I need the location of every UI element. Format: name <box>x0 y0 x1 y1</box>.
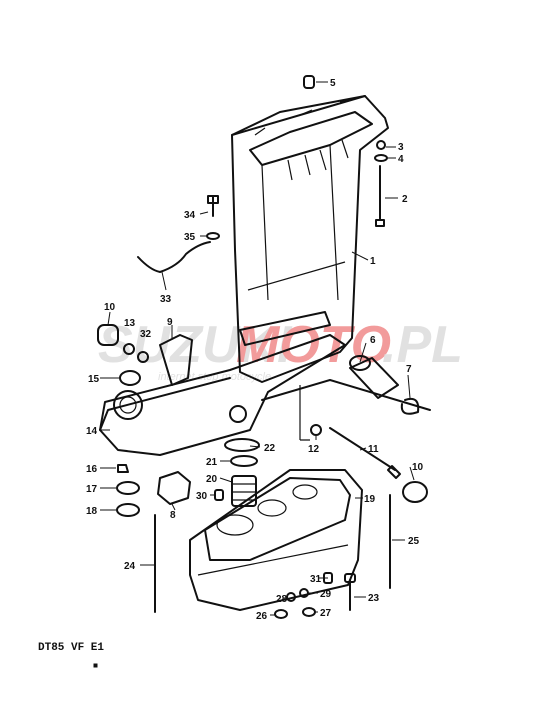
callout-4: 4 <box>398 154 404 165</box>
callout-3: 3 <box>398 142 404 153</box>
callout-21: 21 <box>206 457 218 468</box>
part-22-ring <box>224 438 260 452</box>
part-34-bolt-head <box>207 195 219 204</box>
part-26-washer <box>274 609 288 619</box>
callout-30: 30 <box>196 491 208 502</box>
callout-1: 1 <box>370 256 376 267</box>
callout-32: 32 <box>140 329 152 340</box>
part-16-plug <box>117 464 129 473</box>
callout-31: 31 <box>310 574 322 585</box>
part-20-sleeve <box>231 475 257 507</box>
part-21-ring <box>230 455 258 467</box>
callout-10-right: 10 <box>412 462 424 473</box>
part-lower-casing <box>189 469 363 611</box>
callout-27: 27 <box>320 608 332 619</box>
callout-9: 9 <box>167 317 173 328</box>
part-drive-shaft-housing <box>231 95 389 383</box>
part-18-washer <box>116 503 140 517</box>
part-8-rubber-block <box>157 471 191 505</box>
callout-16: 16 <box>86 464 98 475</box>
callout-25: 25 <box>408 536 420 547</box>
callout-34: 34 <box>184 210 196 221</box>
part-23-bolt-head <box>344 573 356 583</box>
callout-8: 8 <box>170 510 176 521</box>
callout-24: 24 <box>124 561 136 572</box>
callout-22: 22 <box>264 443 276 454</box>
callout-28: 28 <box>276 594 288 605</box>
part-6-mount-rubber <box>349 355 399 399</box>
callout-11: 11 <box>368 444 379 455</box>
callout-5: 5 <box>330 78 336 89</box>
part-28-washer <box>286 592 296 602</box>
callout-26: 26 <box>256 611 268 622</box>
callout-10-left: 10 <box>104 302 116 313</box>
diagram-code: DT85 VF E1 <box>38 642 104 654</box>
watermark-tld: .PL <box>382 316 463 374</box>
leader-lines <box>100 81 415 616</box>
part-32-washer <box>137 351 149 363</box>
callout-2: 2 <box>402 194 408 205</box>
part-lower-mount <box>99 334 431 456</box>
part-27-washer <box>302 607 316 617</box>
callouts: 1 2 3 4 5 6 7 8 9 10 10 11 12 13 14 15 1… <box>86 78 424 622</box>
callout-33: 33 <box>160 294 172 305</box>
part-30-dowel <box>214 489 224 501</box>
callout-29: 29 <box>320 589 332 600</box>
part-4-washer <box>374 154 388 162</box>
part-3-washer <box>376 140 386 150</box>
part-9-plate <box>159 334 193 386</box>
part-7-clip <box>400 397 420 415</box>
callout-15: 15 <box>88 374 100 385</box>
callout-14: 14 <box>86 426 98 437</box>
part-2-bolt-head <box>375 219 385 227</box>
part-33-ground-wire <box>137 241 211 273</box>
part-11-bolt-head <box>387 465 401 479</box>
callout-17: 17 <box>86 484 98 495</box>
callout-35: 35 <box>184 232 196 243</box>
part-35-washer <box>206 232 220 240</box>
part-10-cap-right <box>402 481 428 503</box>
callout-23: 23 <box>368 593 380 604</box>
callout-19: 19 <box>364 494 376 505</box>
callout-7: 7 <box>406 364 412 375</box>
callout-12: 12 <box>308 444 320 455</box>
footer-mark <box>93 663 98 668</box>
part-12-washer <box>310 424 322 436</box>
part-17-grommet <box>116 481 140 495</box>
part-13-nut <box>123 343 135 355</box>
part-5-pin <box>303 75 315 89</box>
callout-13: 13 <box>124 318 136 329</box>
callout-6: 6 <box>370 335 376 346</box>
callout-20: 20 <box>206 474 218 485</box>
callout-18: 18 <box>86 506 98 517</box>
